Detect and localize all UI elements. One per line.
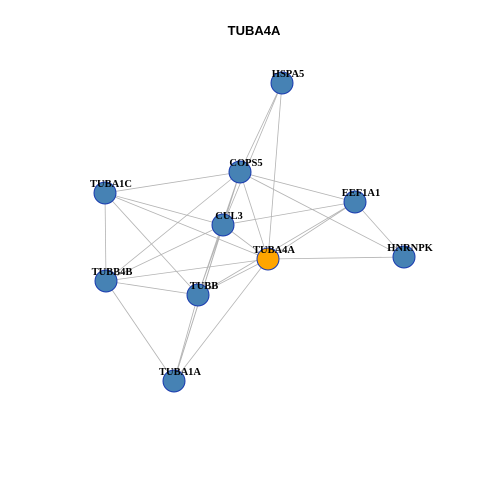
- edge-cops5-tuba4a: [239, 171, 269, 260]
- edge-cul3-tubb: [197, 224, 224, 296]
- node-tuba1a[interactable]: [162, 369, 186, 393]
- edge-cul3-tubb4b: [105, 224, 224, 282]
- edge-cops5-tuba1c: [104, 171, 241, 194]
- edge-tuba1c-tubb: [104, 192, 199, 296]
- node-label-cops5: COPS5: [229, 158, 262, 169]
- node-cul3[interactable]: [211, 213, 235, 237]
- edge-cops5-eef1a1: [239, 171, 356, 203]
- node-eef1a1[interactable]: [343, 190, 367, 214]
- node-label-tuba1c: TUBA1C: [90, 179, 132, 190]
- node-layer: [93, 71, 416, 393]
- node-label-hnrnpk: HNRNPK: [387, 243, 433, 254]
- edge-hspa5-cops5: [239, 82, 283, 173]
- node-label-eef1a1: EEF1A1: [342, 188, 381, 199]
- edge-tuba4a-hnrnpk: [267, 256, 405, 260]
- graph-title: TUBA4A: [228, 23, 281, 38]
- node-label-tubb4b: TUBB4B: [92, 267, 133, 278]
- node-label-cul3: CUL3: [215, 211, 242, 222]
- edge-hspa5-cul3: [222, 82, 283, 226]
- edge-eef1a1-cul3: [222, 201, 356, 226]
- edge-tubb4b-tuba1a: [105, 280, 175, 382]
- edge-eef1a1-tuba4a: [267, 201, 356, 260]
- node-label-hspa5: HSPA5: [272, 69, 304, 80]
- edge-tuba4a-tubb: [197, 258, 269, 296]
- edge-tubb-tuba1a: [173, 294, 199, 382]
- edge-eef1a1-tubb: [197, 201, 356, 296]
- node-cops5[interactable]: [228, 160, 252, 184]
- edge-cops5-hnrnpk: [239, 171, 405, 258]
- node-label-tuba1a: TUBA1A: [159, 367, 201, 378]
- edge-tuba4a-tubb4b: [105, 258, 269, 282]
- edge-tuba4a-tuba1a: [173, 258, 269, 382]
- edge-hspa5-tuba4a: [267, 82, 283, 260]
- node-label-tuba4a: TUBA4A: [253, 245, 295, 256]
- edge-tubb4b-tubb: [105, 280, 199, 296]
- edge-tuba1c-cul3: [104, 192, 224, 226]
- edge-layer: [104, 82, 405, 382]
- edge-cops5-tubb4b: [105, 171, 241, 282]
- node-tubb4b[interactable]: [94, 269, 118, 293]
- node-hnrnpk[interactable]: [392, 245, 416, 269]
- node-tuba1c[interactable]: [93, 181, 117, 205]
- edge-tuba1c-tuba4a: [104, 192, 269, 260]
- node-hspa5[interactable]: [270, 71, 294, 95]
- edge-tuba1c-tubb4b: [104, 192, 107, 282]
- node-tubb[interactable]: [186, 283, 210, 307]
- node-tuba4a[interactable]: [256, 247, 280, 271]
- node-label-tubb: TUBB: [190, 281, 219, 292]
- edge-eef1a1-hnrnpk: [354, 201, 405, 258]
